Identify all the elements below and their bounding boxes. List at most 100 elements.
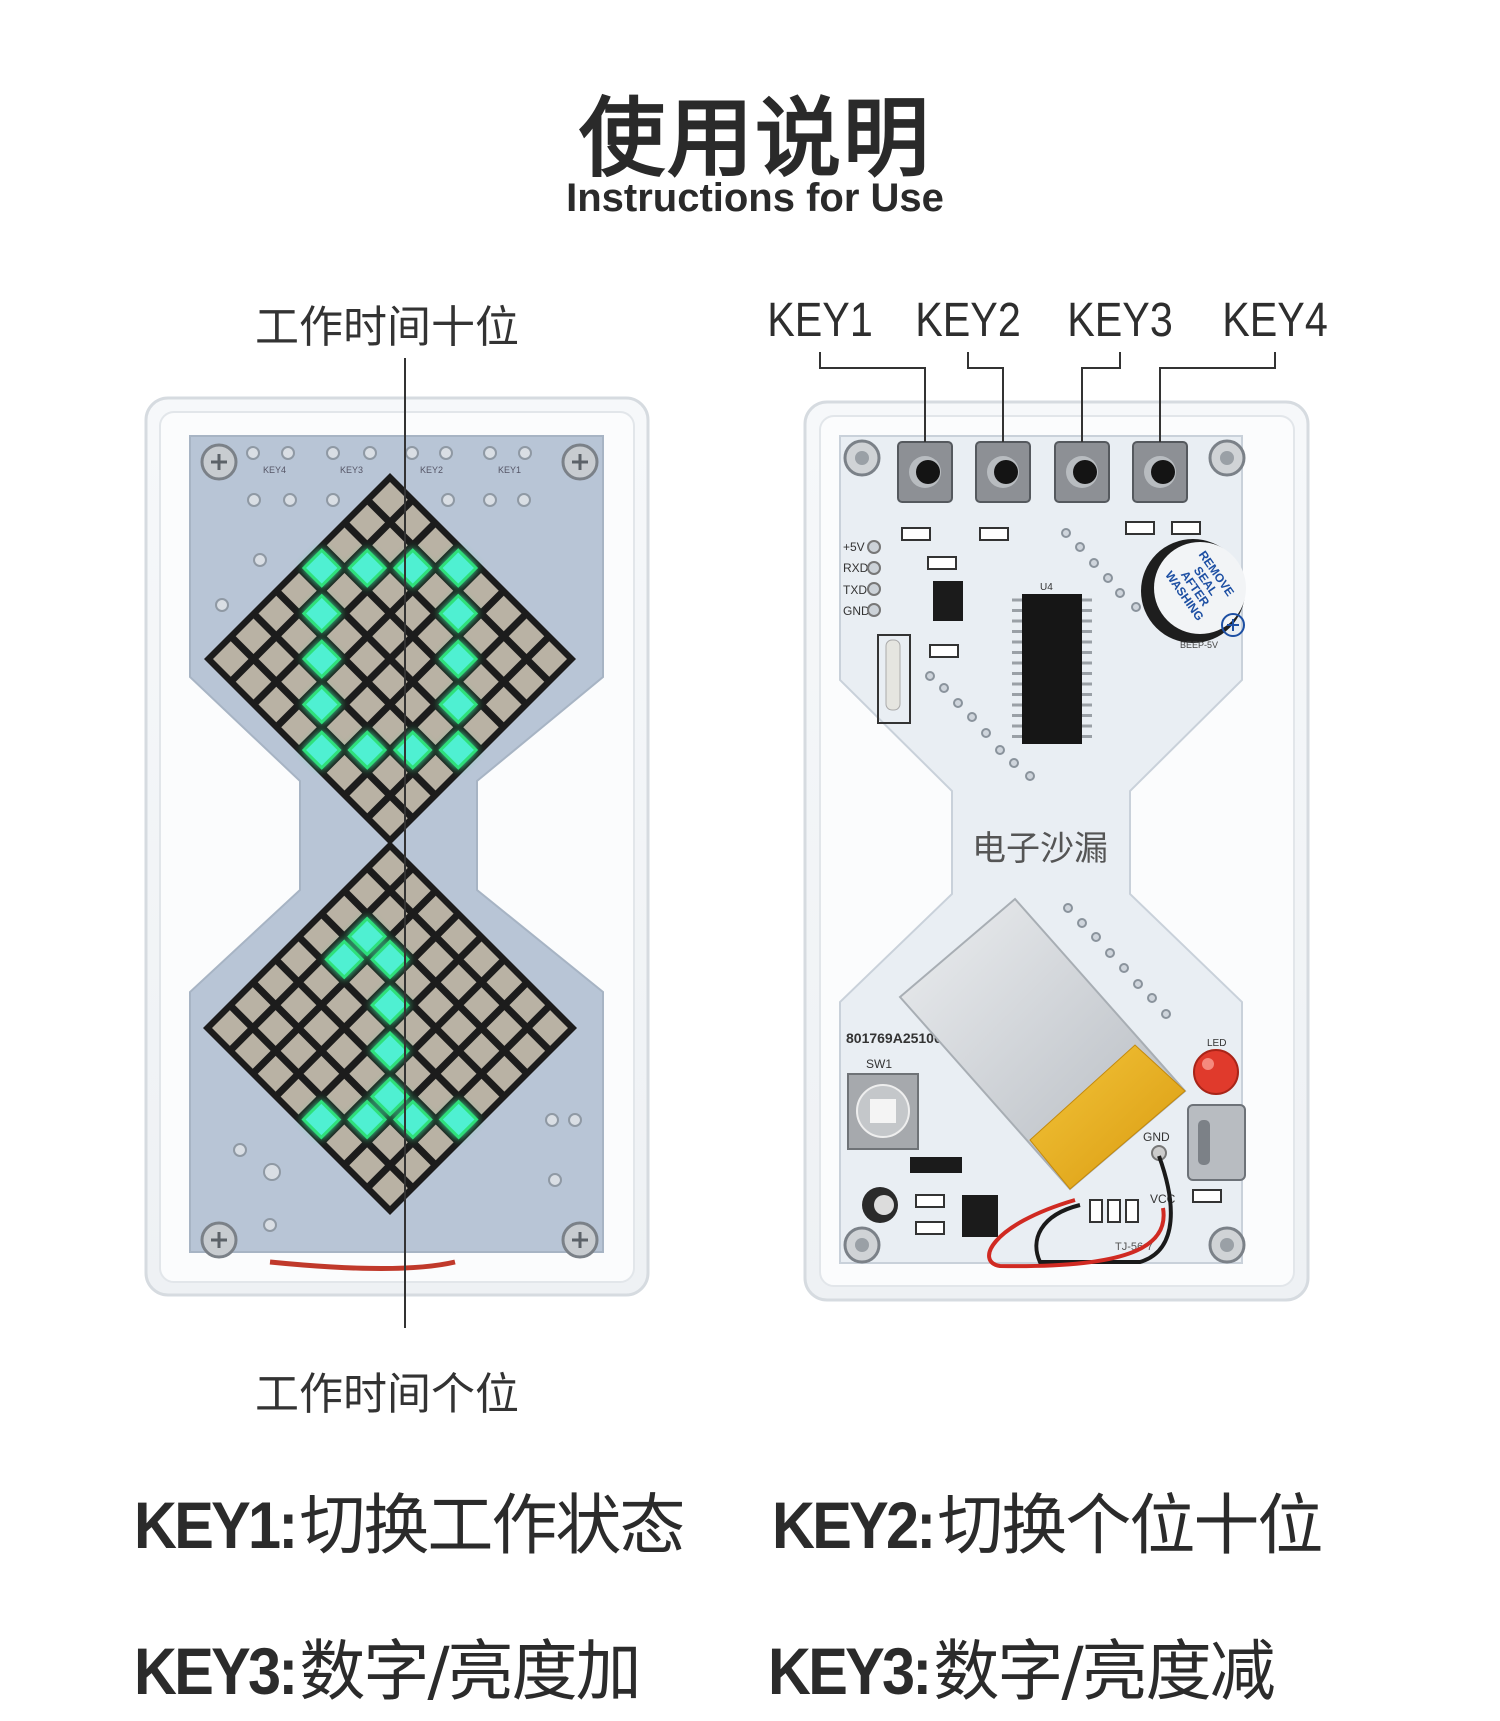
led-pixel-on — [301, 1099, 342, 1140]
usb-c-port[interactable] — [1187, 1104, 1246, 1181]
screw-icon — [1208, 1226, 1246, 1264]
led-pixel-off — [326, 1078, 363, 1115]
led-pixel-on — [301, 730, 342, 770]
led-pixel-off — [212, 1010, 248, 1046]
led-pixel-off — [395, 1010, 431, 1046]
led-pixel-off — [257, 1010, 294, 1046]
power-switch[interactable] — [847, 1073, 919, 1150]
led-pixel-on — [438, 684, 479, 725]
key4-button[interactable] — [1132, 441, 1188, 503]
gnd-label: GND — [1143, 1130, 1170, 1144]
instruction-key: KEY2: — [772, 1488, 936, 1562]
diode — [910, 1157, 962, 1173]
led-pixel-on — [347, 916, 388, 957]
led-pixel-off — [395, 504, 431, 541]
pcb-vias — [925, 528, 1171, 1019]
led-pixel-off — [372, 573, 408, 609]
pcb-mark-key3: KEY3 — [340, 465, 363, 475]
led-pixel-off — [440, 1010, 477, 1046]
led-pixel-on — [301, 593, 342, 634]
tens-digit-label: 工作时间十位 — [255, 302, 519, 353]
led-pixel-off — [280, 1078, 317, 1115]
led-pixel-off — [417, 941, 454, 978]
key2-button[interactable] — [975, 441, 1031, 503]
led-pixel-off — [281, 618, 317, 654]
led-pixel-on — [370, 985, 410, 1026]
led-pixel-off — [349, 872, 385, 909]
led-pixel-off — [257, 964, 294, 1001]
led-pixel-off — [280, 987, 317, 1023]
key2-label: KEY2 — [915, 294, 1021, 347]
led-pixel-off — [395, 641, 431, 677]
led-pixel-off — [508, 618, 545, 654]
led-pixel-off — [303, 918, 340, 955]
pcb-key-marks: KEY4 KEY3 KEY2 KEY1 — [263, 465, 521, 475]
led-pixel-off — [417, 573, 454, 609]
led-pixel-off — [326, 987, 363, 1023]
led-pixel-on — [438, 1099, 479, 1140]
led-pixel-off — [372, 664, 408, 700]
smd-resistors — [901, 521, 1201, 658]
led-pixel-off — [417, 527, 454, 563]
led-pixel-on — [438, 639, 479, 679]
screw-icon — [843, 439, 881, 477]
led-pixel-off — [280, 941, 317, 978]
led-pixel-off — [281, 664, 317, 700]
buzzer: REMOVE SEAL AFTER WASHING BEEP-5V — [1141, 539, 1246, 650]
led-pixel-off — [509, 987, 546, 1023]
screw-icon — [843, 1226, 881, 1264]
led-pixel-off — [349, 504, 385, 541]
led-pixel-off — [349, 1010, 385, 1046]
key1-label: KEY1 — [767, 294, 873, 347]
pin-label: +5V — [843, 540, 865, 554]
led-pixel-off — [486, 964, 523, 1001]
led-pixel-off — [349, 964, 385, 1001]
plus-icon — [1221, 613, 1245, 637]
led-pixel-off — [326, 618, 363, 654]
led-pixel-off — [440, 918, 477, 955]
screw-icon — [561, 443, 599, 481]
led-pixel-off — [349, 641, 385, 677]
led-pixel-off — [417, 1033, 454, 1069]
led-pixel-on — [347, 548, 388, 588]
instruction-key: KEY3: — [768, 1634, 932, 1708]
led-pixel-off — [508, 664, 545, 700]
led-pixel-off — [486, 1055, 523, 1092]
led-pixel-on — [438, 730, 479, 770]
led-pixel-off — [486, 595, 522, 632]
screw-icon — [200, 443, 238, 481]
led-pixel-on — [438, 593, 479, 634]
led-pixel-off — [509, 1033, 546, 1069]
led-pixel-off — [486, 641, 522, 677]
right-device: +5V RXD TXD GND U4 REMOVE SEA — [803, 400, 1310, 1302]
led-pixel-off — [235, 618, 272, 654]
led-pixel-off — [463, 573, 499, 609]
pin-label: TXD — [843, 583, 867, 597]
led-pixel-off — [303, 1010, 340, 1046]
instruction-key: KEY3: — [134, 1634, 298, 1708]
led-pixel-on — [324, 939, 365, 980]
led-pixel-off — [349, 777, 385, 814]
led-pixel-off — [326, 709, 363, 745]
led-pixel-off — [326, 573, 363, 609]
led-pixel-off — [417, 618, 454, 654]
key1-button[interactable] — [897, 441, 953, 503]
led-pixel-off — [417, 1078, 454, 1115]
pcb-mark-key2: KEY2 — [420, 465, 443, 475]
led-pixel-off — [395, 872, 431, 909]
screw-icon — [561, 1221, 599, 1259]
key3-button[interactable] — [1054, 441, 1110, 503]
led-pixel-off — [417, 664, 454, 700]
led-pixel-off — [372, 1170, 408, 1206]
led-pixel-off — [463, 1078, 500, 1115]
pcb-pads — [215, 446, 582, 1232]
led-pixel-off — [326, 527, 363, 563]
led-pixel-off — [372, 800, 408, 836]
led-pixel-off — [417, 1124, 454, 1161]
led-pixel-off — [463, 1033, 500, 1069]
led-pixel-on — [301, 548, 342, 588]
pcb-title: 电子沙漏 — [972, 829, 1108, 869]
led-pixel-off — [372, 850, 408, 886]
led-pixel-off — [372, 527, 408, 563]
